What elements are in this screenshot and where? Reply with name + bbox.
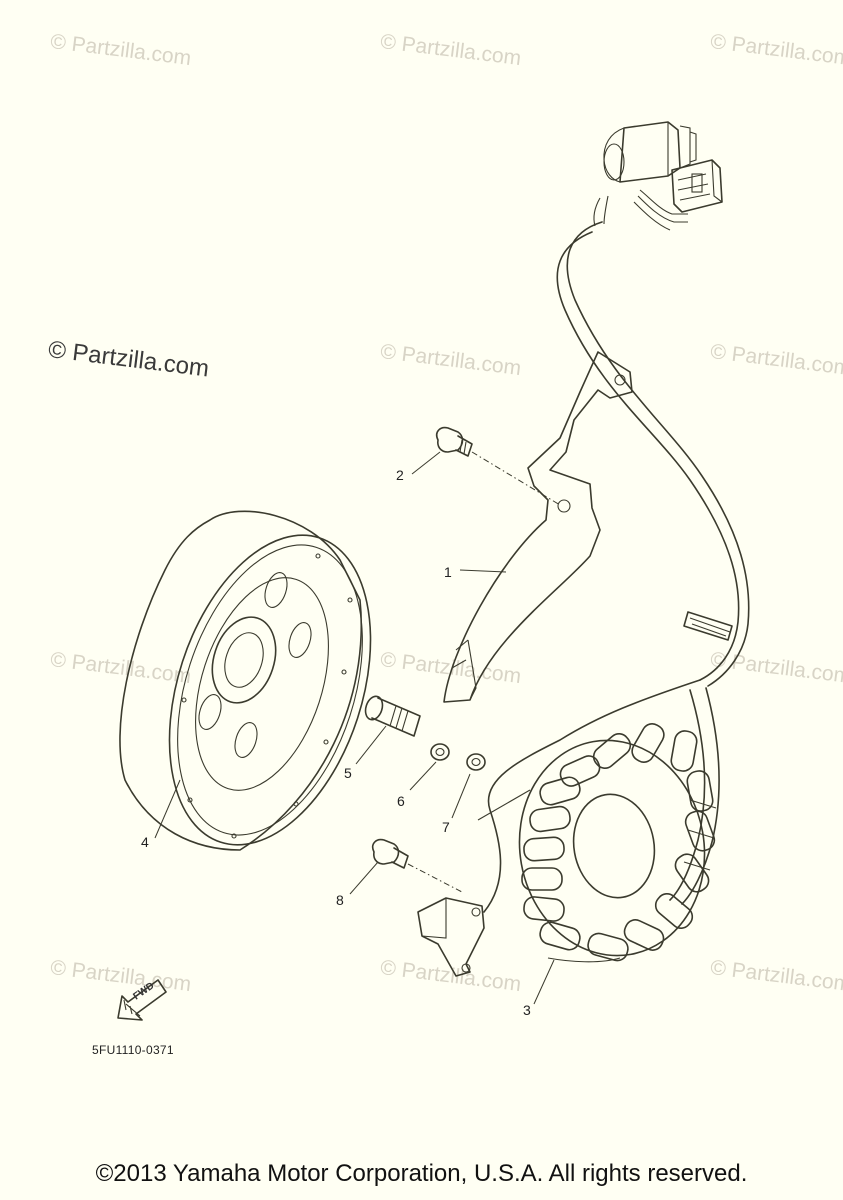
wiring-harness — [556, 189, 750, 687]
assembly-line — [471, 451, 561, 506]
bracket-screw — [435, 426, 473, 457]
callout-8: 8 — [336, 892, 344, 908]
forward-arrow-icon: FWD — [117, 979, 167, 1021]
pickup-coil-bracket — [443, 351, 633, 703]
assembly-line — [407, 863, 463, 893]
callout-7: 7 — [442, 819, 450, 835]
callout-1: 1 — [444, 564, 452, 580]
leader-lines — [154, 451, 555, 1005]
pickup-screw — [371, 838, 409, 869]
copyright-notice: ©2013 Yamaha Motor Corporation, U.S.A. A… — [95, 1160, 748, 1187]
callout-2: 2 — [396, 467, 404, 483]
round-connector — [603, 121, 697, 183]
callout-3: 3 — [523, 1002, 531, 1018]
wire-clamp — [683, 611, 733, 641]
washer-6 — [430, 743, 450, 761]
washer-7 — [466, 753, 486, 771]
rotor-bolt — [364, 695, 421, 737]
stator-assembly — [518, 687, 720, 963]
callout-4: 4 — [141, 834, 149, 850]
diagram-part-code: 5FU1110-0371 — [92, 1043, 174, 1057]
callout-5: 5 — [344, 765, 352, 781]
flywheel-rotor — [119, 510, 372, 851]
pickup-coil — [417, 679, 701, 977]
callout-6: 6 — [397, 793, 405, 809]
square-connector — [671, 159, 723, 213]
